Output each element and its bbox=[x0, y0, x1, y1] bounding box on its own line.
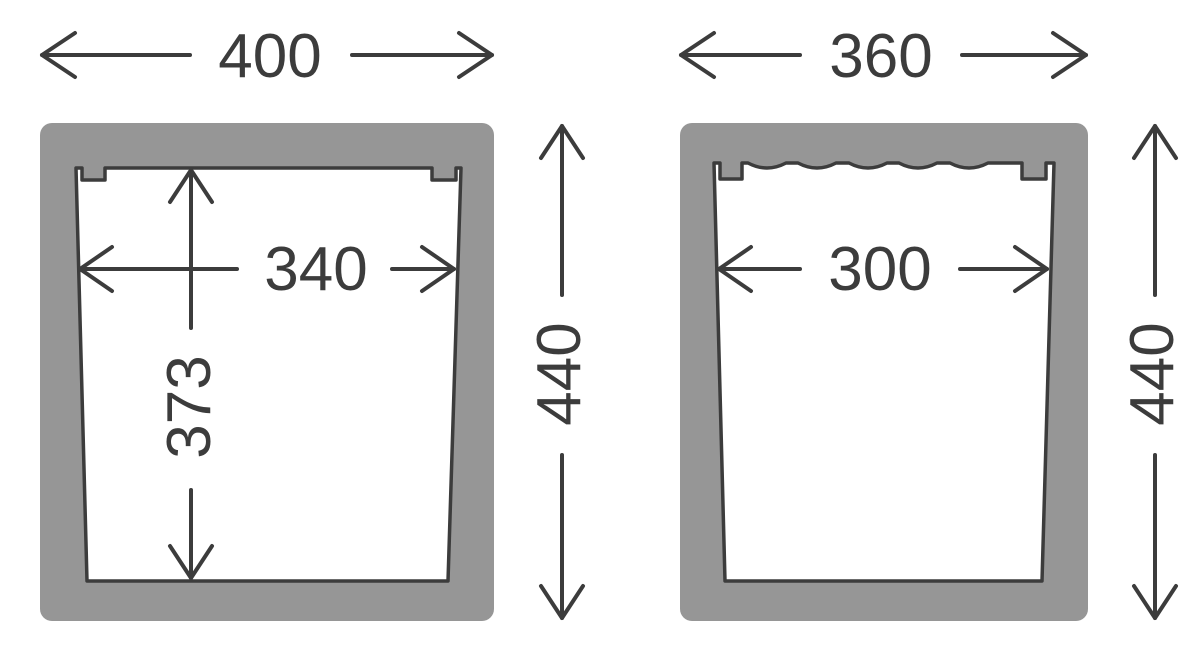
left-unit-inner-bin bbox=[74, 166, 463, 583]
left-outer-width-label: 400 bbox=[218, 22, 321, 91]
left-inner-depth-label: 373 bbox=[155, 355, 224, 458]
left-unit bbox=[40, 123, 494, 621]
right-outer-width-dimension: 360 bbox=[679, 22, 1088, 91]
left-outer-width-dimension: 400 bbox=[40, 22, 494, 91]
left-inner-depth-dimension: 373 bbox=[155, 168, 224, 580]
right-outer-height-dimension: 440 bbox=[1118, 124, 1187, 620]
right-unit bbox=[680, 123, 1088, 621]
right-inner-width-dimension: 300 bbox=[717, 235, 1049, 304]
right-inner-width-label: 300 bbox=[828, 235, 931, 304]
left-inner-width-dimension: 340 bbox=[78, 235, 456, 304]
left-inner-width-label: 340 bbox=[264, 235, 367, 304]
right-unit-inner-bin bbox=[712, 161, 1056, 583]
right-outer-width-label: 360 bbox=[829, 22, 932, 91]
right-outer-height-label: 440 bbox=[1118, 322, 1187, 425]
left-outer-height-label: 440 bbox=[525, 322, 594, 425]
left-outer-height-dimension: 440 bbox=[525, 124, 594, 620]
